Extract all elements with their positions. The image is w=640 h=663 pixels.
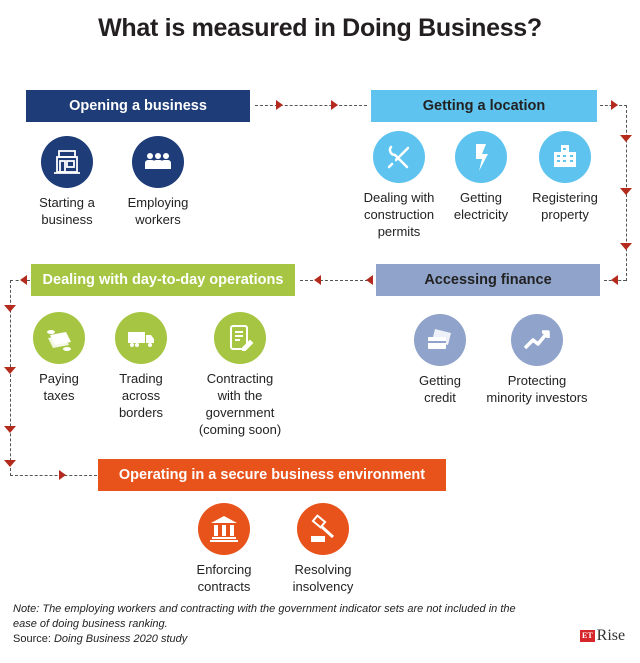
trend-up-icon [511, 314, 563, 366]
item-label: Registering property [532, 190, 598, 222]
logo-et: ET [580, 630, 595, 642]
arrow-right-icon [331, 100, 338, 110]
item-label: Paying taxes [39, 371, 79, 403]
category-label: Getting a location [422, 98, 546, 114]
page-title: What is measured in Doing Business? [98, 14, 542, 42]
arrow-down-icon [4, 426, 16, 433]
item-employing-workers: Employing workers [103, 136, 213, 228]
category-opening-business: Opening a business [26, 90, 250, 122]
arrow-down-icon [620, 135, 632, 142]
arrow-left-icon [314, 275, 321, 285]
arrow-down-icon [620, 243, 632, 250]
gavel-icon [297, 503, 349, 555]
truck-icon [115, 312, 167, 364]
item-label: Protecting minority investors [486, 373, 588, 405]
item-label: Employing workers [127, 195, 189, 227]
arrow-left-icon [20, 275, 27, 285]
arrow-left-icon [611, 275, 618, 285]
source-label: Source: [13, 633, 54, 645]
credit-card-icon [414, 314, 466, 366]
item-label: Getting credit [419, 373, 461, 405]
item-trading-across-borders: Trading across borders [86, 312, 196, 421]
category-label: Opening a business [69, 98, 207, 114]
arrow-down-icon [620, 188, 632, 195]
category-label: Operating in a secure business environme… [118, 467, 426, 483]
courthouse-icon [198, 503, 250, 555]
building-icon [539, 131, 591, 183]
note-line-2: ease of doing business ranking. [13, 618, 168, 630]
item-starting-business: Starting a business [12, 136, 122, 228]
item-getting-electricity: Getting electricity [426, 131, 536, 223]
item-registering-property: Registering property [510, 131, 620, 223]
money-icon [33, 312, 85, 364]
item-label: Resolving insolvency [292, 562, 354, 594]
category-day-to-day-operations: Dealing with day-to-day operations [31, 264, 295, 296]
category-label: Accessing finance [424, 272, 552, 288]
item-contracting-government: Contracting with the government (coming … [185, 312, 295, 438]
storefront-icon [41, 136, 93, 188]
item-enforcing-contracts: Enforcing contracts [169, 503, 279, 595]
item-construction-permits: Dealing with construction permits [344, 131, 454, 240]
item-label: Getting electricity [453, 190, 509, 222]
arrow-down-icon [4, 305, 16, 312]
logo-rise: Rise [596, 627, 626, 644]
item-protecting-investors: Protecting minority investors [477, 314, 597, 406]
arrow-down-icon [4, 367, 16, 374]
category-label: Dealing with day-to-day operations [42, 272, 284, 288]
note-line-1: Note: The employing workers and contract… [13, 603, 516, 615]
item-paying-taxes: Paying taxes [4, 312, 114, 404]
arrow-right-icon [611, 100, 618, 110]
lightning-icon [455, 131, 507, 183]
arrow-right-icon [59, 470, 66, 480]
item-label: Contracting with the government (coming … [198, 371, 282, 437]
category-getting-location: Getting a location [371, 90, 597, 122]
source-value: Doing Business 2020 study [53, 633, 188, 645]
source-line: Source: Doing Business 2020 study [13, 632, 516, 647]
category-secure-environment: Operating in a secure business environme… [98, 459, 446, 491]
category-accessing-finance: Accessing finance [376, 264, 600, 296]
item-label: Trading across borders [118, 371, 164, 420]
arrow-left-icon [366, 275, 373, 285]
item-resolving-insolvency: Resolving insolvency [268, 503, 378, 595]
arrow-right-icon [276, 100, 283, 110]
document-icon [214, 312, 266, 364]
arrow-down-icon [4, 460, 16, 467]
footnote: Note: The employing workers and contract… [13, 602, 516, 647]
people-icon [132, 136, 184, 188]
item-label: Enforcing contracts [196, 562, 252, 594]
item-label: Starting a business [39, 195, 95, 227]
et-rise-logo: ET Rise [580, 627, 625, 645]
tools-icon [373, 131, 425, 183]
item-label: Dealing with construction permits [363, 190, 435, 239]
item-getting-credit: Getting credit [385, 314, 495, 406]
